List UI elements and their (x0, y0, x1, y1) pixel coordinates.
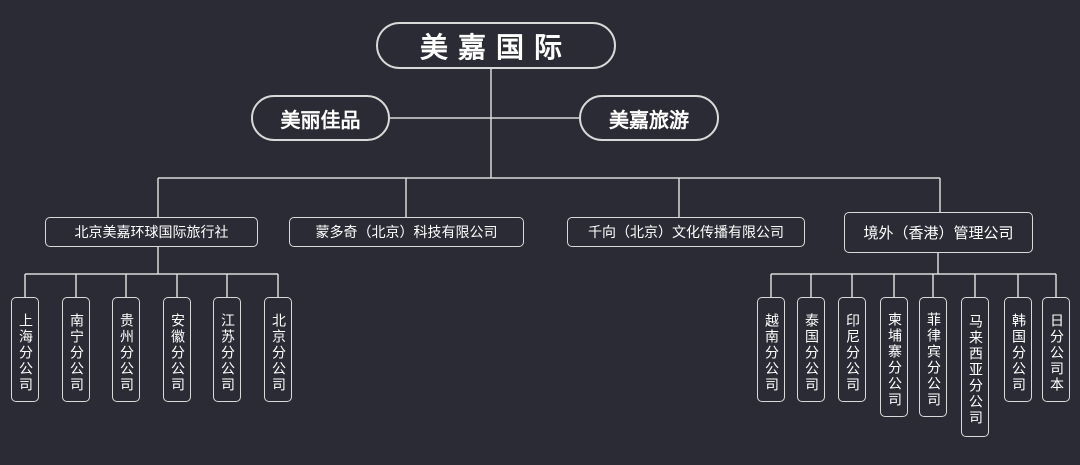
division-node-4: 境外（香港）管理公司 (844, 212, 1033, 253)
division-node-2: 蒙多奇（北京）科技有限公司 (289, 217, 524, 247)
root-node: 美嘉国际 (376, 22, 616, 69)
branch-node: 贵州分公司 (112, 297, 140, 402)
branch-node: 韩国分公司 (1004, 297, 1032, 402)
branch-node: 安徽分公司 (163, 297, 191, 402)
side-node-right: 美嘉旅游 (579, 95, 719, 141)
branch-node: 江苏分公司 (213, 297, 241, 402)
branch-node: 南宁分公司 (62, 297, 90, 402)
branch-node: 北京分公司 (264, 297, 292, 402)
branch-node: 越南分公司 (757, 297, 785, 402)
branch-node: 菲律宾分公司 (919, 297, 947, 417)
branch-node: 柬埔寨分公司 (880, 297, 908, 417)
branch-node: 印尼分公司 (838, 297, 866, 402)
division-node-3: 千向（北京）文化传播有限公司 (567, 217, 805, 247)
branch-node: 日分公司本 (1042, 297, 1070, 402)
branch-node: 马来西亚分公司 (961, 297, 989, 437)
division-node-1: 北京美嘉环球国际旅行社 (45, 217, 258, 247)
branch-node: 泰国分公司 (797, 297, 825, 402)
side-node-left: 美丽佳品 (251, 95, 390, 141)
branch-node: 上海分公司 (11, 297, 39, 402)
